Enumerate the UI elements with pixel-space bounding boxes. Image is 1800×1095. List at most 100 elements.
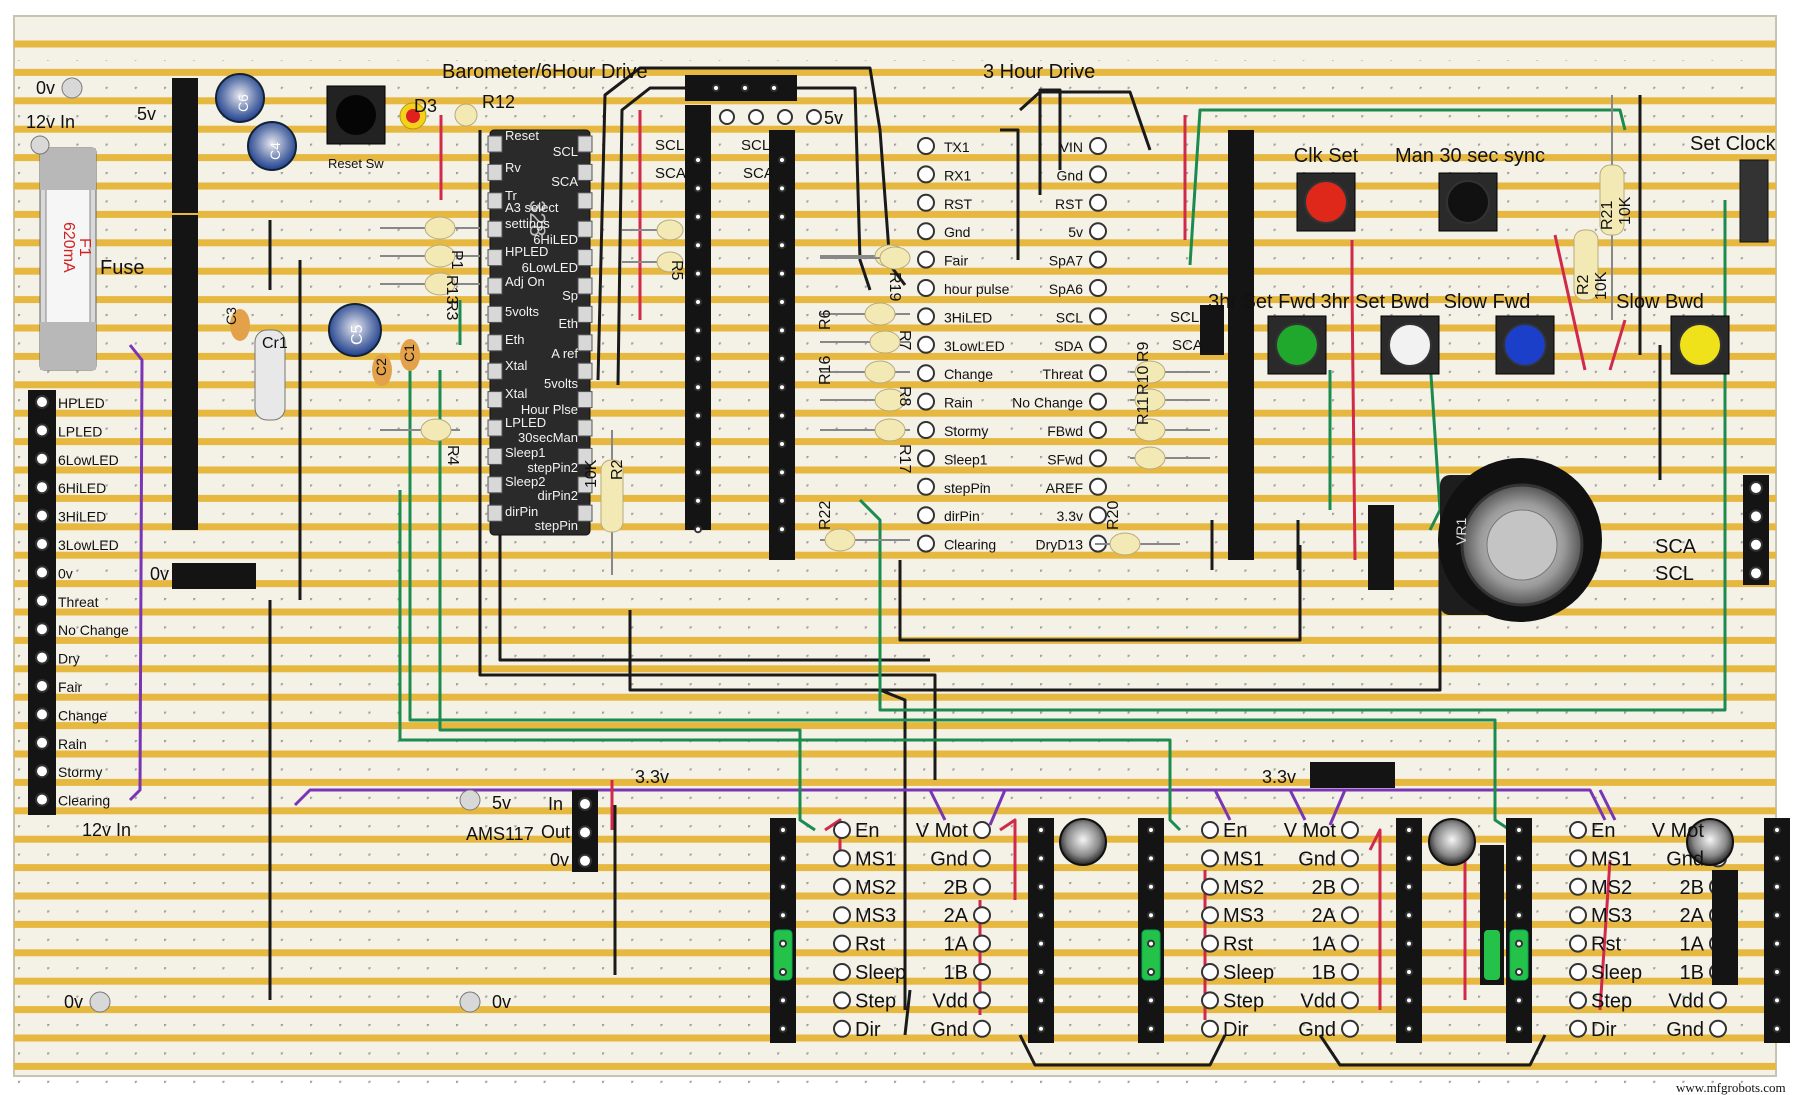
push-button xyxy=(1304,180,1348,224)
pin xyxy=(1089,250,1107,269)
driver-right-pin-label: Vdd xyxy=(1300,990,1336,1012)
label-set-clock: Set Clock xyxy=(1690,133,1777,155)
nano-right-pin-label: AREF xyxy=(1046,480,1083,496)
nano-left-pin-label: stepPin xyxy=(944,480,991,496)
pot-header xyxy=(1368,505,1394,590)
title-three-hour-drive: 3 Hour Drive xyxy=(983,61,1095,83)
pin xyxy=(712,84,720,92)
mcu-right-pin-label: Sp xyxy=(562,288,578,303)
label-3v3-b: 3.3v xyxy=(1262,767,1296,787)
label-r21: R21 xyxy=(1599,201,1616,230)
label-r19: R19 xyxy=(886,272,903,301)
pin xyxy=(973,934,991,953)
label-r16: R16 xyxy=(817,356,834,385)
pin xyxy=(1515,911,1523,920)
driver-left-pin-label: Rst xyxy=(1591,934,1621,956)
label-5v-top: 5v xyxy=(137,104,156,124)
label-12v-in-bottom: 12v In xyxy=(82,820,131,840)
driver-right-pin-label: 1A xyxy=(1312,934,1337,956)
mcu-pin xyxy=(487,391,503,409)
power-header-column xyxy=(172,215,198,530)
pin xyxy=(1201,963,1219,981)
pin xyxy=(1147,996,1155,1005)
pin xyxy=(748,109,764,125)
pin xyxy=(778,298,786,306)
pin xyxy=(778,496,786,505)
pin xyxy=(917,449,935,468)
label-rz-val: 10K xyxy=(1593,271,1610,300)
pin xyxy=(35,679,49,693)
pin xyxy=(1773,1024,1781,1033)
label-fuse: Fuse xyxy=(100,257,144,279)
pin xyxy=(1089,279,1107,297)
push-button xyxy=(1446,180,1490,224)
pin xyxy=(578,825,592,840)
driver-left-pin-label: En xyxy=(1591,820,1615,842)
label-reg-out: Out xyxy=(541,822,570,842)
pin xyxy=(1341,821,1359,839)
mcu-328-chip xyxy=(489,129,591,536)
mcu-pin xyxy=(577,419,593,437)
button-label: 3hr Set Bwd xyxy=(1321,291,1430,313)
driver-right-pin-label: 1A xyxy=(1680,934,1705,956)
pin xyxy=(1089,364,1107,383)
mcu-pin xyxy=(487,362,503,380)
pin xyxy=(779,1024,787,1033)
pin xyxy=(1201,934,1219,953)
nano-left-pin-label: Change xyxy=(944,366,993,382)
led-header-label: Threat xyxy=(58,594,99,610)
i2c-header-a xyxy=(685,105,711,530)
pin xyxy=(833,849,851,868)
label-scl-a: SCL xyxy=(655,137,684,154)
driver-jumper xyxy=(1509,929,1529,981)
label-c6: C6 xyxy=(235,94,251,112)
resistor xyxy=(869,330,901,354)
pin xyxy=(917,165,935,184)
driver-left-pin-label: Step xyxy=(1223,990,1264,1012)
pin xyxy=(973,963,991,981)
resistor xyxy=(879,246,911,270)
pin xyxy=(917,364,935,383)
driver-header xyxy=(1396,818,1422,1043)
push-button xyxy=(1275,323,1319,367)
push-button xyxy=(1503,323,1547,367)
pin xyxy=(770,84,778,92)
pin xyxy=(1749,566,1763,581)
label-r20: R20 xyxy=(1105,501,1122,530)
pin xyxy=(1089,137,1107,155)
pin xyxy=(1341,963,1359,981)
pin xyxy=(35,565,49,580)
pin xyxy=(1341,934,1359,953)
mcu-pin xyxy=(487,277,503,295)
pin xyxy=(694,440,702,448)
pin xyxy=(1515,996,1523,1005)
pin xyxy=(1147,854,1155,863)
nano-right-pin-label: No Change xyxy=(1012,395,1083,411)
pin xyxy=(1405,996,1413,1005)
pin xyxy=(1515,882,1523,891)
nano-right-pin-label: 3.3v xyxy=(1057,508,1083,524)
driver-left-pin-label: Dir xyxy=(855,1019,881,1041)
nano-right-pin-label: Threat xyxy=(1043,366,1084,382)
pin xyxy=(1037,1024,1045,1033)
pin xyxy=(1037,854,1045,863)
driver-right-pin-label: V Mot xyxy=(1284,820,1337,842)
pin xyxy=(694,354,702,363)
resistor xyxy=(864,360,896,384)
driver-left-pin-label: Dir xyxy=(1223,1019,1249,1041)
label-r4: R4 xyxy=(444,445,461,466)
pin xyxy=(1089,392,1107,411)
pin xyxy=(833,934,851,953)
pin xyxy=(35,537,49,551)
driver-left-pin-label: MS1 xyxy=(1223,848,1264,870)
mcu-left-pin-label: Xtal xyxy=(505,386,528,401)
button-label: Man 30 sec sync xyxy=(1395,145,1545,167)
push-button xyxy=(1678,323,1722,367)
mcu-left-pin-label: Adj On xyxy=(505,274,545,289)
mcu-pin xyxy=(487,419,503,437)
button-label: 3hr Set Fwd xyxy=(1208,291,1316,313)
pin xyxy=(1037,996,1045,1005)
nano-left-pin-label: Sleep1 xyxy=(944,451,988,467)
led-header-label: HPLED xyxy=(58,395,105,411)
nano-left-pin-label: dirPin xyxy=(944,508,980,524)
